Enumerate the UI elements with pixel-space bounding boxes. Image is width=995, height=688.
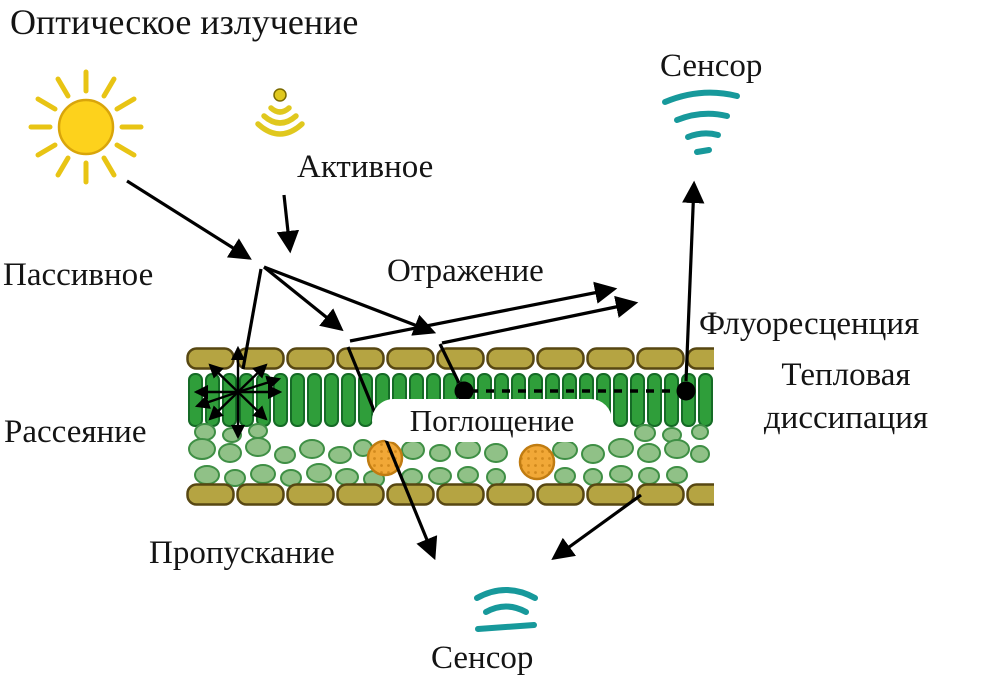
spongy-cell bbox=[248, 423, 268, 439]
absorption-pill: Поглощение bbox=[372, 399, 612, 442]
spongy-cell bbox=[218, 443, 242, 463]
scatter-ray bbox=[237, 391, 268, 421]
wifi-sensor-icon-bottom bbox=[474, 587, 538, 632]
sun-ray bbox=[101, 155, 117, 178]
spongy-cell bbox=[188, 438, 216, 460]
sensor-wave bbox=[474, 587, 538, 601]
label-fluorescence: Флуоресценция bbox=[699, 306, 920, 342]
orange-cell bbox=[518, 443, 556, 481]
sun-ray bbox=[55, 155, 71, 178]
spongy-cell bbox=[245, 437, 271, 457]
spongy-cell bbox=[194, 423, 216, 441]
label-thermal-dissipation: Тепловая диссипация bbox=[700, 354, 992, 440]
spongy-cell bbox=[299, 439, 325, 459]
epidermis-bottom-row bbox=[186, 483, 714, 507]
emitter-wave bbox=[255, 121, 305, 137]
arrow-reflection-2 bbox=[441, 295, 639, 345]
spongy-cell bbox=[194, 465, 220, 485]
spongy-cell bbox=[328, 446, 352, 464]
absorption-dot-right bbox=[676, 381, 696, 401]
spongy-cell bbox=[250, 464, 276, 484]
label-sensor-top: Сенсор bbox=[660, 48, 763, 84]
sun-ray bbox=[35, 142, 58, 158]
spongy-cell bbox=[429, 444, 451, 462]
ray-to-scattering bbox=[241, 268, 263, 370]
sensor-wave bbox=[475, 622, 537, 632]
wifi-sensor-icon-top bbox=[662, 89, 740, 155]
spongy-cell bbox=[552, 440, 578, 460]
sun-core bbox=[57, 98, 115, 156]
ray-into-absorption bbox=[438, 343, 461, 384]
spongy-cell bbox=[608, 438, 634, 458]
label-absorption: Поглощение bbox=[409, 402, 575, 438]
spongy-cell bbox=[634, 424, 656, 442]
label-active: Активное bbox=[297, 149, 434, 185]
scatter-ray bbox=[208, 391, 239, 421]
scattering-starburst bbox=[193, 268, 283, 440]
scatter-ray bbox=[208, 363, 239, 393]
spongy-cell bbox=[554, 467, 576, 485]
sun-ray bbox=[114, 142, 137, 158]
arrow-passive-incident bbox=[126, 179, 252, 260]
spongy-cell bbox=[638, 467, 660, 485]
spongy-cell bbox=[637, 443, 661, 463]
sensor-wave bbox=[674, 110, 730, 123]
sun-ray bbox=[35, 96, 58, 112]
sensor-wave bbox=[694, 147, 712, 155]
figure-title: Оптическое излучение bbox=[10, 2, 359, 42]
scatter-ray bbox=[194, 390, 239, 409]
label-sensor-bottom: Сенсор bbox=[431, 640, 534, 676]
absorption-dot-left bbox=[454, 381, 474, 401]
sun-ray bbox=[114, 96, 137, 112]
label-transmission: Пропускание bbox=[149, 535, 335, 571]
emitter-wave bbox=[268, 105, 292, 115]
sun-ray bbox=[55, 76, 71, 99]
label-reflection: Отражение bbox=[387, 253, 544, 289]
spongy-cell bbox=[274, 446, 296, 464]
sensor-wave bbox=[662, 89, 740, 105]
spongy-cell bbox=[428, 467, 452, 485]
thermal-line-1: Тепловая bbox=[781, 357, 911, 393]
emitter-dot bbox=[273, 88, 287, 102]
arrow-to-bottom-sensor bbox=[551, 493, 642, 560]
spongy-cell bbox=[486, 468, 506, 486]
label-passive: Пассивное bbox=[3, 257, 154, 293]
arrow-fluorescence-to-sensor bbox=[682, 180, 705, 382]
signal-emitter-icon bbox=[255, 88, 305, 137]
label-scattering: Рассеяние bbox=[0, 410, 183, 466]
arrow-active-incident bbox=[276, 194, 300, 254]
spongy-cell bbox=[484, 443, 508, 463]
spongy-cell bbox=[583, 468, 603, 486]
spongy-cell bbox=[691, 424, 709, 440]
arrow-transmission bbox=[346, 346, 438, 561]
spongy-cell bbox=[457, 466, 479, 484]
spongy-cell bbox=[581, 444, 605, 464]
sensor-wave bbox=[685, 130, 721, 140]
spongy-cell bbox=[664, 439, 690, 459]
sun-icon bbox=[28, 69, 144, 185]
sun-ray bbox=[101, 76, 117, 99]
spongy-cell bbox=[401, 440, 425, 460]
spongy-cell bbox=[455, 439, 481, 459]
spongy-cell bbox=[609, 465, 633, 483]
spongy-cell bbox=[335, 468, 359, 486]
spongy-cell bbox=[666, 466, 688, 484]
thermal-line-2: диссипация bbox=[763, 399, 929, 436]
emitter-wave bbox=[261, 113, 299, 126]
spongy-cell bbox=[306, 463, 332, 483]
sensor-wave bbox=[483, 603, 529, 615]
scatter-ray bbox=[237, 375, 282, 394]
arrow-incident-split-2 bbox=[263, 265, 437, 336]
arrow-incident-split-1 bbox=[262, 265, 344, 332]
scatter-ray bbox=[237, 363, 268, 393]
arrow-reflection-1 bbox=[349, 281, 618, 343]
spongy-cell bbox=[690, 445, 710, 463]
